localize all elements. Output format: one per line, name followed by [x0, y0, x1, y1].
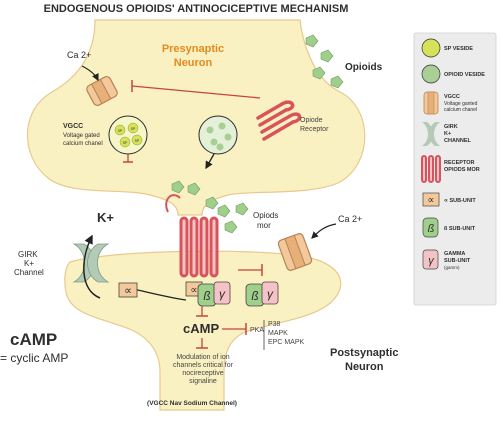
- sp-text-2: SP: [131, 127, 136, 131]
- legend-vgcc-icon: [423, 91, 439, 115]
- beta-subunit-bound-symbol: ß: [203, 289, 210, 303]
- gamma-subunit-bound-symbol: γ: [219, 287, 226, 301]
- modulation-text-4: signaline: [189, 378, 217, 385]
- side-camp-definition: = cyclic AMP: [0, 351, 68, 365]
- legend-gamma-label-1: GAMMA: [444, 251, 465, 257]
- presynaptic-vgcc-label-2: Voltage gated: [63, 133, 100, 139]
- sp-text-4: SP: [135, 139, 140, 143]
- legend: SP VESIDE OPIOID VESIDE VGCC Voltage gan…: [413, 32, 497, 306]
- legend-vgcc-label-1: VGCC: [444, 94, 460, 100]
- beta-subunit-free-symbol: ß: [251, 289, 258, 303]
- girk-label-2: K+: [24, 259, 34, 268]
- g-protein-complex: [185, 281, 231, 307]
- opioid-molecules-top: [305, 34, 344, 89]
- legend-gamma-label-2: SUB-UNIT: [444, 258, 471, 264]
- p38-label-2: MAPK: [268, 330, 288, 337]
- alpha-subunit-free: [118, 282, 138, 298]
- presynaptic-receptor-label-2: Receptor: [300, 126, 329, 133]
- legend-girk-label-2: K+: [444, 131, 451, 137]
- kplus-efflux-arrow: [83, 234, 101, 299]
- opioid-molecules-cleft: [171, 180, 249, 234]
- modulation-text-3: nocireceptive: [182, 370, 223, 377]
- legend-receptor-label-1: RECEPTOR: [444, 160, 474, 166]
- legend-receptor-label-2: OPIODS MOR: [444, 167, 480, 173]
- girk-channel-icon: [72, 243, 110, 283]
- legend-opioid-vesicle-icon: [421, 64, 441, 84]
- sp-text-3: SP: [123, 141, 128, 145]
- legend-sp-vesicle-icon: [421, 38, 441, 58]
- postsynaptic-receptor-icon: [179, 216, 219, 278]
- presynaptic-receptor-icon: [256, 100, 302, 141]
- opioid-vesicle-icon: [198, 115, 238, 155]
- legend-alpha-symbol: ∝: [427, 195, 434, 206]
- legend-alpha-label: ∝ SUB-UNIT: [444, 198, 476, 204]
- legend-receptor-icon: [421, 155, 441, 183]
- gamma-subunit-free-symbol: γ: [267, 287, 274, 301]
- legend-sp-vesicle-label: SP VESIDE: [444, 46, 473, 52]
- postsynaptic-label-2: Neuron: [345, 361, 384, 373]
- p38-label-3: EPC MAPK: [268, 339, 305, 346]
- legend-vgcc-label-2: Voltage ganted: [444, 101, 478, 107]
- modulation-text-2: channels critical for: [173, 362, 234, 369]
- legend-girk-icon: [422, 122, 440, 146]
- presynaptic-vgcc-label-1: VGCC: [63, 123, 83, 130]
- legend-gamma-icon: [422, 249, 439, 270]
- legend-beta-label: ß SUB-UNIT: [444, 226, 476, 232]
- legend-gamma-symbol: γ: [428, 255, 435, 267]
- legend-girk-label-1: GIRK: [444, 124, 458, 130]
- presynaptic-vgcc-icon: [86, 75, 118, 107]
- legend-girk-label-3: CHANNEL: [444, 138, 472, 144]
- sp-text-1: SP: [118, 129, 123, 133]
- postsynaptic-ca-label: Ca 2+: [338, 214, 362, 224]
- postsynaptic-label-1: Postsynaptic: [330, 347, 398, 359]
- diagram-title: ENDOGENOUS OPIOIDS' ANTINOCICEPTIVE MECH…: [44, 3, 349, 15]
- legend-opioid-vesicle-label: OPIOID VESIDE: [444, 72, 485, 78]
- legend-gamma-label-3: (gamm): [444, 265, 460, 270]
- presynaptic-ca-label: Ca 2+: [67, 50, 91, 60]
- alpha-subunit-bound-symbol: ∝: [190, 285, 197, 296]
- p38-label-1: P38: [268, 321, 281, 328]
- pka-label: PKA: [250, 327, 264, 334]
- vgcc-nav-label: (VGCC Nav Sodium Channel): [147, 400, 237, 407]
- presynaptic-receptor-label-1: Opiode: [300, 117, 323, 124]
- opioids-label: Opioids: [345, 62, 383, 73]
- presynaptic-inhibition-line: [131, 85, 261, 99]
- presynaptic-label-2: Neuron: [174, 57, 213, 69]
- presynaptic-neuron-body: [26, 19, 366, 216]
- presynaptic-vgcc-label-3: calcium chanel: [63, 141, 103, 147]
- postsynaptic-opioids-label-2: mor: [257, 221, 271, 230]
- camp-label: cAMP: [183, 321, 219, 336]
- girk-label-3: Channel: [14, 268, 44, 277]
- legend-beta-icon: [422, 217, 439, 238]
- alpha-subunit-free-symbol: ∝: [124, 285, 132, 297]
- legend-alpha-icon: [422, 192, 440, 207]
- sp-vesicle-icon: [108, 115, 148, 155]
- kplus-label: K+: [97, 210, 114, 225]
- beta-gamma-free: [245, 281, 279, 307]
- postsynaptic-opioids-label-1: Opiods: [253, 211, 278, 220]
- postsynaptic-vgcc-icon: [277, 233, 313, 271]
- modulation-text-1: Modulation of ion: [176, 354, 229, 361]
- legend-vgcc-label-3: calcium chanel: [444, 107, 477, 113]
- legend-beta-symbol: ß: [428, 223, 435, 235]
- presynaptic-label-1: Presynaptic: [162, 43, 224, 55]
- side-camp-label: cAMP: [10, 330, 57, 349]
- girk-label-1: GIRK: [18, 250, 38, 259]
